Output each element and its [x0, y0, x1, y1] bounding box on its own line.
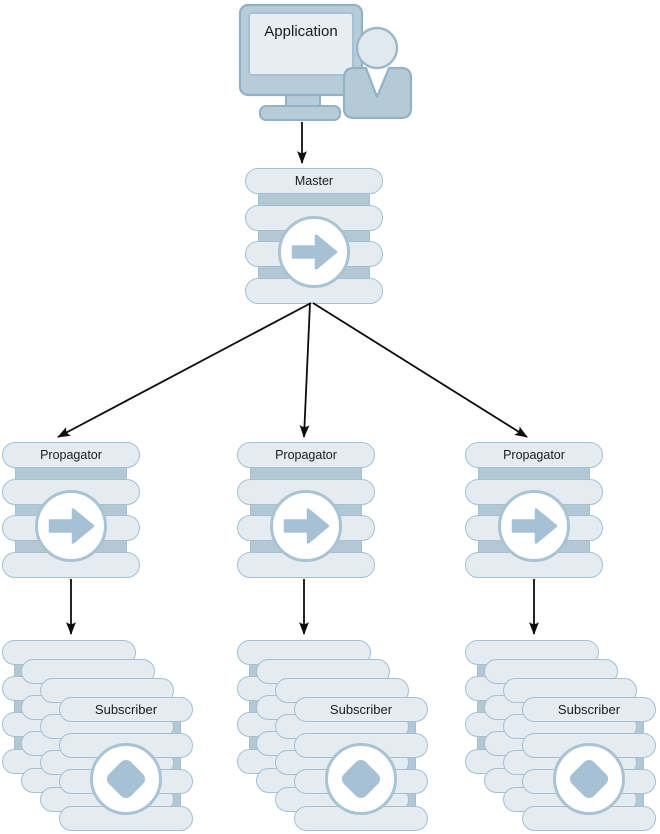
master-node: Master	[245, 168, 383, 304]
db-disc	[522, 697, 656, 722]
subscriber-label: Subscriber	[94, 702, 158, 717]
db-disc	[465, 442, 603, 468]
subscriber-node-3: Subscriber	[465, 640, 656, 831]
edge-master-propagator-1	[57, 302, 312, 438]
db-disc	[245, 168, 383, 194]
db-disc	[2, 442, 140, 468]
edge-master-propagator-3	[312, 302, 528, 438]
subscriber-node-2: Subscriber	[237, 640, 428, 831]
user-icon	[342, 26, 413, 120]
publish-arrow-icon	[35, 490, 107, 562]
db-disc	[59, 806, 193, 831]
propagator-label: Propagator	[275, 448, 337, 462]
publish-arrow-icon	[278, 216, 350, 288]
application-label: Application	[264, 23, 337, 40]
db-disc	[245, 278, 383, 304]
db-disc	[59, 697, 193, 722]
monitor-icon: Application	[238, 3, 364, 121]
propagator-node-2: Propagator	[237, 442, 375, 578]
edge-master-propagator-2	[299, 302, 311, 438]
subscribe-diamond-icon	[325, 743, 397, 815]
application-node: Application	[238, 3, 413, 121]
propagator-label: Propagator	[503, 448, 565, 462]
subscriber-front-card: Subscriber	[522, 697, 656, 831]
subscriber-label: Subscriber	[557, 702, 621, 717]
db-disc	[294, 697, 428, 722]
master-label: Master	[294, 174, 334, 188]
subscriber-front-card: Subscriber	[59, 697, 193, 831]
db-disc	[237, 442, 375, 468]
propagator-node-1: Propagator	[2, 442, 140, 578]
propagator-label: Propagator	[40, 448, 102, 462]
publish-arrow-icon	[498, 490, 570, 562]
subscriber-node-1: Subscriber	[2, 640, 193, 831]
subscriber-front-card: Subscriber	[294, 697, 428, 831]
propagator-node-3: Propagator	[465, 442, 603, 578]
publish-arrow-icon	[270, 490, 342, 562]
subscribe-diamond-icon	[553, 743, 625, 815]
subscribe-diamond-icon	[90, 743, 162, 815]
subscriber-label: Subscriber	[329, 702, 393, 717]
